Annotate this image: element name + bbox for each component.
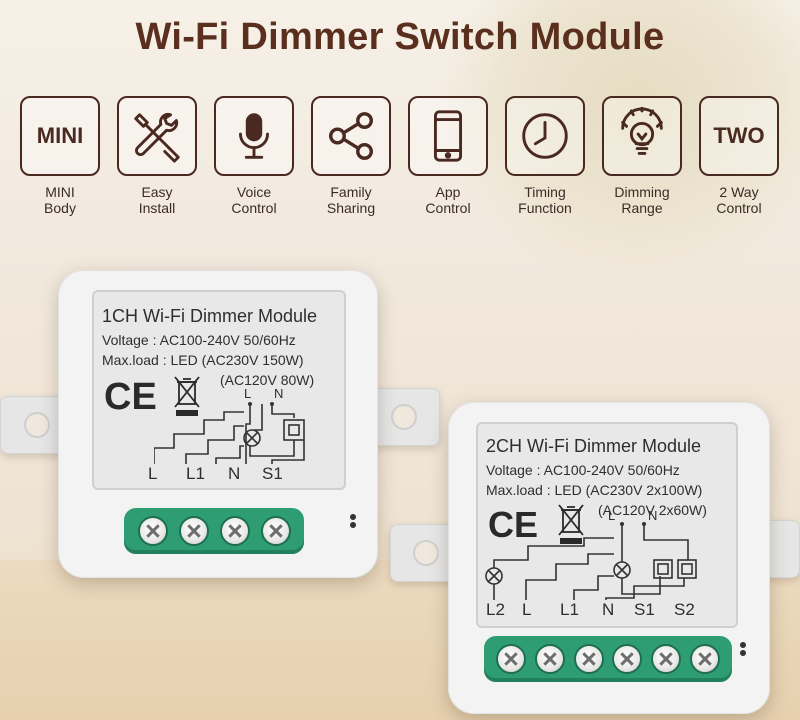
- page-title: Wi-Fi Dimmer Switch Module: [135, 16, 665, 58]
- feature-app-control: App Control: [408, 96, 488, 216]
- terminal-screw: [496, 644, 527, 674]
- feature-label-line: Timing: [524, 184, 566, 200]
- indicator-dots: [350, 512, 358, 530]
- feature-timing-function: Timing Function: [505, 96, 585, 216]
- terminal-screw: [573, 644, 604, 674]
- module-1ch: 1CH Wi-Fi Dimmer Module Voltage : AC100-…: [58, 270, 378, 578]
- module-label-panel: 1CH Wi-Fi Dimmer Module Voltage : AC100-…: [92, 290, 346, 490]
- max-load-spec: Max.load : LED (AC230V 2x100W): [486, 482, 703, 498]
- terminal-label: L: [148, 464, 158, 483]
- feature-row: MINI MINI Body Easy Install: [20, 96, 780, 226]
- feature-label-line: Range: [621, 200, 663, 216]
- voltage-spec: Voltage : AC100-240V 50/60Hz: [486, 462, 680, 478]
- feature-dimming-range: Dimming Range: [602, 96, 682, 216]
- feature-easy-install: Easy Install: [117, 96, 197, 216]
- max-load-spec-2: (AC120V 2x60W): [598, 502, 707, 518]
- feature-label-line: 2 Way: [719, 184, 759, 200]
- feature-label-line: Dimming: [614, 184, 670, 200]
- wiring-label-n: N: [274, 386, 284, 401]
- terminal-block: [484, 636, 732, 682]
- feature-label: Family Sharing: [311, 184, 391, 216]
- feature-label-line: Voice: [236, 184, 272, 200]
- two-badge-text: TWO: [713, 123, 765, 148]
- tools-icon: [117, 96, 197, 176]
- terminal-screw: [612, 644, 643, 674]
- feature-label: Timing Function: [505, 184, 585, 216]
- feature-label-line: Family: [330, 184, 372, 200]
- feature-label: 2 Way Control: [699, 184, 779, 216]
- terminal-label: L1: [186, 464, 205, 483]
- microphone-icon: [214, 96, 294, 176]
- lightbulb-icon: [602, 96, 682, 176]
- terminal-label: S1: [634, 600, 655, 619]
- screw-hole: [391, 404, 417, 430]
- terminal-label: L2: [486, 600, 505, 619]
- wiring-label-l: L: [608, 508, 616, 523]
- wiring-diagram: [485, 522, 697, 600]
- max-load-spec: Max.load : LED (AC230V 150W): [102, 352, 304, 368]
- ce-mark: CE: [488, 504, 539, 545]
- feature-label-line: Easy: [141, 184, 173, 200]
- terminal-screw: [650, 644, 681, 674]
- terminal-label: S1: [262, 464, 283, 483]
- terminal-screw: [260, 516, 291, 546]
- screw-hole: [413, 540, 439, 566]
- terminal-screw: [178, 516, 209, 546]
- wiring-label-l: L: [244, 386, 252, 401]
- mini-badge-text: MINI: [36, 123, 84, 148]
- feature-label-line: Control: [716, 200, 762, 216]
- indicator-dots: [740, 640, 748, 658]
- feature-label: Voice Control: [214, 184, 294, 216]
- feature-2-way-control: TWO 2 Way Control: [699, 96, 779, 216]
- mini-badge-icon: MINI: [20, 96, 100, 176]
- share-icon: [311, 96, 391, 176]
- module-title: 1CH Wi-Fi Dimmer Module: [102, 306, 318, 326]
- feature-label-line: Control: [425, 200, 471, 216]
- feature-label: MINI Body: [20, 184, 100, 216]
- feature-family-sharing: Family Sharing: [311, 96, 391, 216]
- two-badge-icon: TWO: [699, 96, 779, 176]
- wiring-diagram: [154, 402, 305, 464]
- terminal-label: L1: [560, 600, 579, 619]
- feature-label: Easy Install: [117, 184, 197, 216]
- weee-bin-icon: [558, 504, 584, 544]
- terminal-screw: [219, 516, 250, 546]
- feature-label-line: Install: [138, 200, 176, 216]
- wiring-label-n: N: [648, 508, 658, 523]
- terminal-screw: [534, 644, 565, 674]
- background-leaf: [440, 0, 800, 280]
- feature-voice-control: Voice Control: [214, 96, 294, 216]
- feature-label-line: Control: [231, 200, 277, 216]
- max-load-spec-2: (AC120V 80W): [220, 372, 315, 388]
- mounting-ear-right: [368, 388, 440, 446]
- terminal-screw: [689, 644, 720, 674]
- feature-label-line: Function: [518, 200, 572, 216]
- ce-mark: CE: [104, 376, 157, 418]
- feature-label-line: App: [435, 184, 461, 200]
- weee-bin-icon: [174, 376, 200, 416]
- terminal-block: [124, 508, 304, 554]
- feature-mini-body: MINI MINI Body: [20, 96, 100, 216]
- module-label-panel: 2CH Wi-Fi Dimmer Module Voltage : AC100-…: [476, 422, 738, 628]
- terminal-label: N: [228, 464, 241, 483]
- terminal-label: N: [602, 600, 615, 619]
- feature-label: Dimming Range: [602, 184, 682, 216]
- voltage-spec: Voltage : AC100-240V 50/60Hz: [102, 332, 296, 348]
- terminal-label: S2: [674, 600, 695, 619]
- screw-hole: [24, 412, 50, 438]
- module-title: 2CH Wi-Fi Dimmer Module: [486, 436, 702, 456]
- smartphone-icon: [408, 96, 488, 176]
- clock-icon: [505, 96, 585, 176]
- terminal-label: L: [522, 600, 532, 619]
- feature-label-line: Body: [44, 200, 76, 216]
- feature-label-line: MINI: [45, 184, 75, 200]
- terminal-screw: [137, 516, 168, 546]
- feature-label-line: Sharing: [326, 200, 376, 216]
- module-2ch: 2CH Wi-Fi Dimmer Module Voltage : AC100-…: [448, 402, 770, 714]
- feature-label: App Control: [408, 184, 488, 216]
